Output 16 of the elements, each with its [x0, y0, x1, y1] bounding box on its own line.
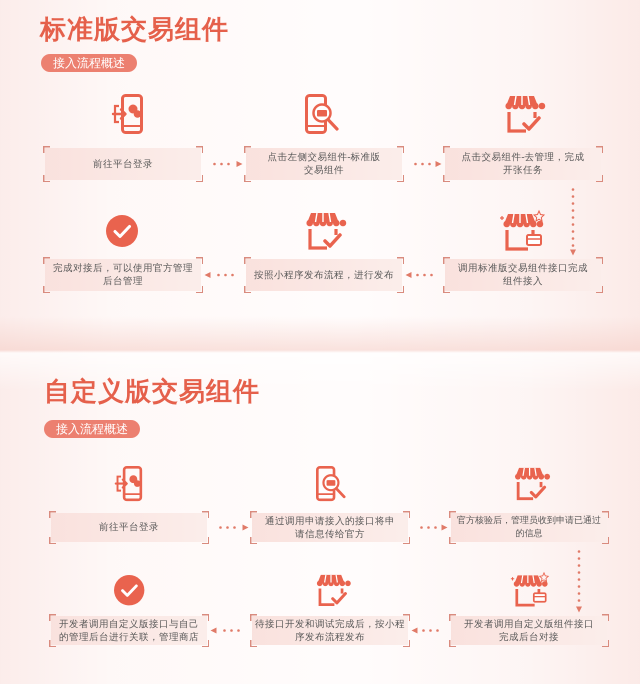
step-box: 按照小程序发布流程，进行发布 [244, 257, 404, 293]
step-box: 前往平台登录 [49, 511, 209, 544]
step-box: 官方核验后，管理员收到申请已通过的信息 [449, 511, 609, 544]
step-box: 点击交易组件-去管理，完成开张任务 [443, 146, 603, 182]
step-box: 前往平台登录 [43, 146, 203, 182]
section-heading: 自定义版交易组件 [44, 377, 260, 407]
step-box: 完成对接后，可以使用官方管理后台管理 [43, 257, 203, 293]
step-box: 通过调用申请接入的接口将申请信息传给官方 [250, 511, 410, 544]
section-tag: 接入流程概述 [41, 54, 137, 72]
section-tag: 接入流程概述 [44, 420, 140, 438]
step-box: 开发者调用自定义版接口与自己的管理后台进行关联，管理商店 [49, 614, 209, 647]
step-box: 待接口开发和调试完成后，按小程序发布流程发布 [250, 614, 410, 647]
step-box: 开发者调用自定义版组件接口完成后台对接 [449, 614, 609, 647]
step-box: 点击左侧交易组件-标准版交易组件 [244, 146, 404, 182]
step-box: 调用标准版交易组件接口完成组件接入 [443, 257, 603, 293]
section-heading: 标准版交易组件 [40, 15, 229, 45]
